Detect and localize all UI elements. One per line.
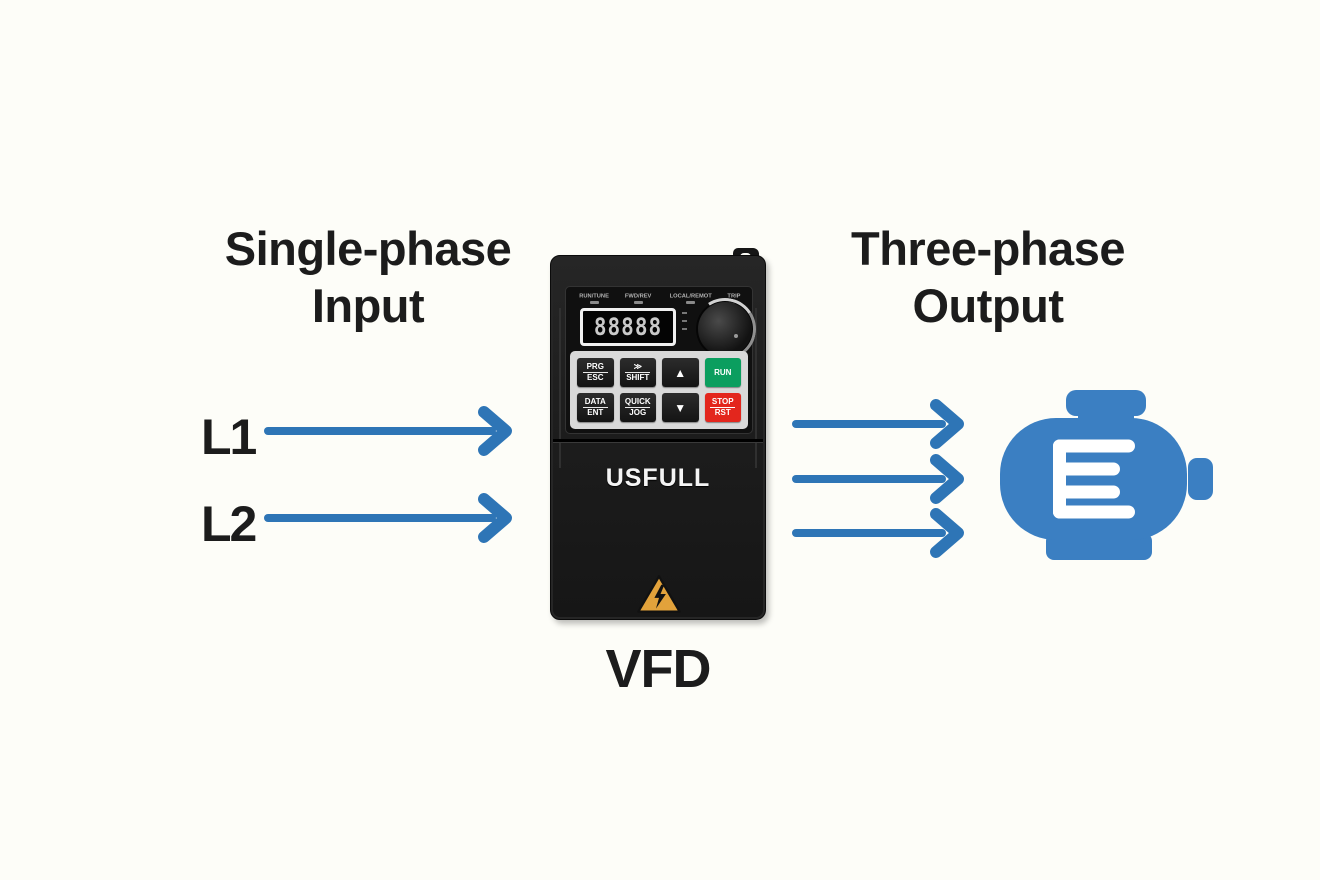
vfd-device: RUN/TUNE FWD/REV LOCAL/REMOT TRIP 88888 xyxy=(550,248,766,620)
led-icon xyxy=(685,301,695,304)
indicator-fwd-rev: FWD/REV xyxy=(622,293,654,304)
input-heading-line2: Input xyxy=(311,279,425,333)
led-icon xyxy=(589,301,599,304)
input-heading-line1: Single-phase xyxy=(224,222,512,275)
left-rail xyxy=(559,308,561,468)
potentiometer-knob-icon xyxy=(698,302,752,356)
l2-label: L2 xyxy=(201,496,257,552)
motor-fins xyxy=(1053,439,1135,519)
l2-input-arrow-right-icon xyxy=(264,493,512,543)
display-row: 88888 xyxy=(572,302,752,360)
output-arrow-right-icon-3 xyxy=(792,508,964,558)
run-button: RUN xyxy=(704,358,741,387)
down-arrow-button: ▼ xyxy=(662,393,699,422)
cover-seam xyxy=(553,439,763,443)
l1-label: L1 xyxy=(201,409,257,465)
trim-ticks xyxy=(682,312,687,330)
down-arrow-icon: ▼ xyxy=(674,400,687,415)
output-heading-line1: Three-phase xyxy=(851,222,1125,275)
motor-shaft xyxy=(1188,458,1213,500)
indicator-run-tune: RUN/TUNE xyxy=(576,293,612,304)
output-heading: Three-phase Output xyxy=(798,220,1178,335)
motor-body xyxy=(1000,418,1187,540)
output-arrow-right-icon-1 xyxy=(792,399,964,449)
brand-logo: USFULL xyxy=(605,464,711,492)
shift-button: ≫SHIFT xyxy=(619,358,656,387)
high-voltage-warning-icon xyxy=(637,575,681,613)
control-panel: RUN/TUNE FWD/REV LOCAL/REMOT TRIP 88888 xyxy=(565,286,753,434)
vfd-body: RUN/TUNE FWD/REV LOCAL/REMOT TRIP 88888 xyxy=(550,255,766,620)
input-heading: Single-phase Input xyxy=(178,220,558,335)
l1-input-arrow-right-icon xyxy=(264,406,512,456)
output-heading-line2: Output xyxy=(912,279,1065,333)
led-icon xyxy=(633,301,643,304)
up-arrow-icon: ▲ xyxy=(674,365,687,380)
output-arrow-right-icon-2 xyxy=(792,454,964,504)
motor-icon xyxy=(1000,390,1213,560)
seven-segment-display: 88888 xyxy=(580,308,676,346)
device-caption: VFD xyxy=(605,639,712,699)
display-value: 88888 xyxy=(593,313,663,341)
indicator-local-remot: LOCAL/REMOT xyxy=(665,293,716,304)
right-rail xyxy=(755,308,757,468)
up-arrow-button: ▲ xyxy=(662,358,699,387)
